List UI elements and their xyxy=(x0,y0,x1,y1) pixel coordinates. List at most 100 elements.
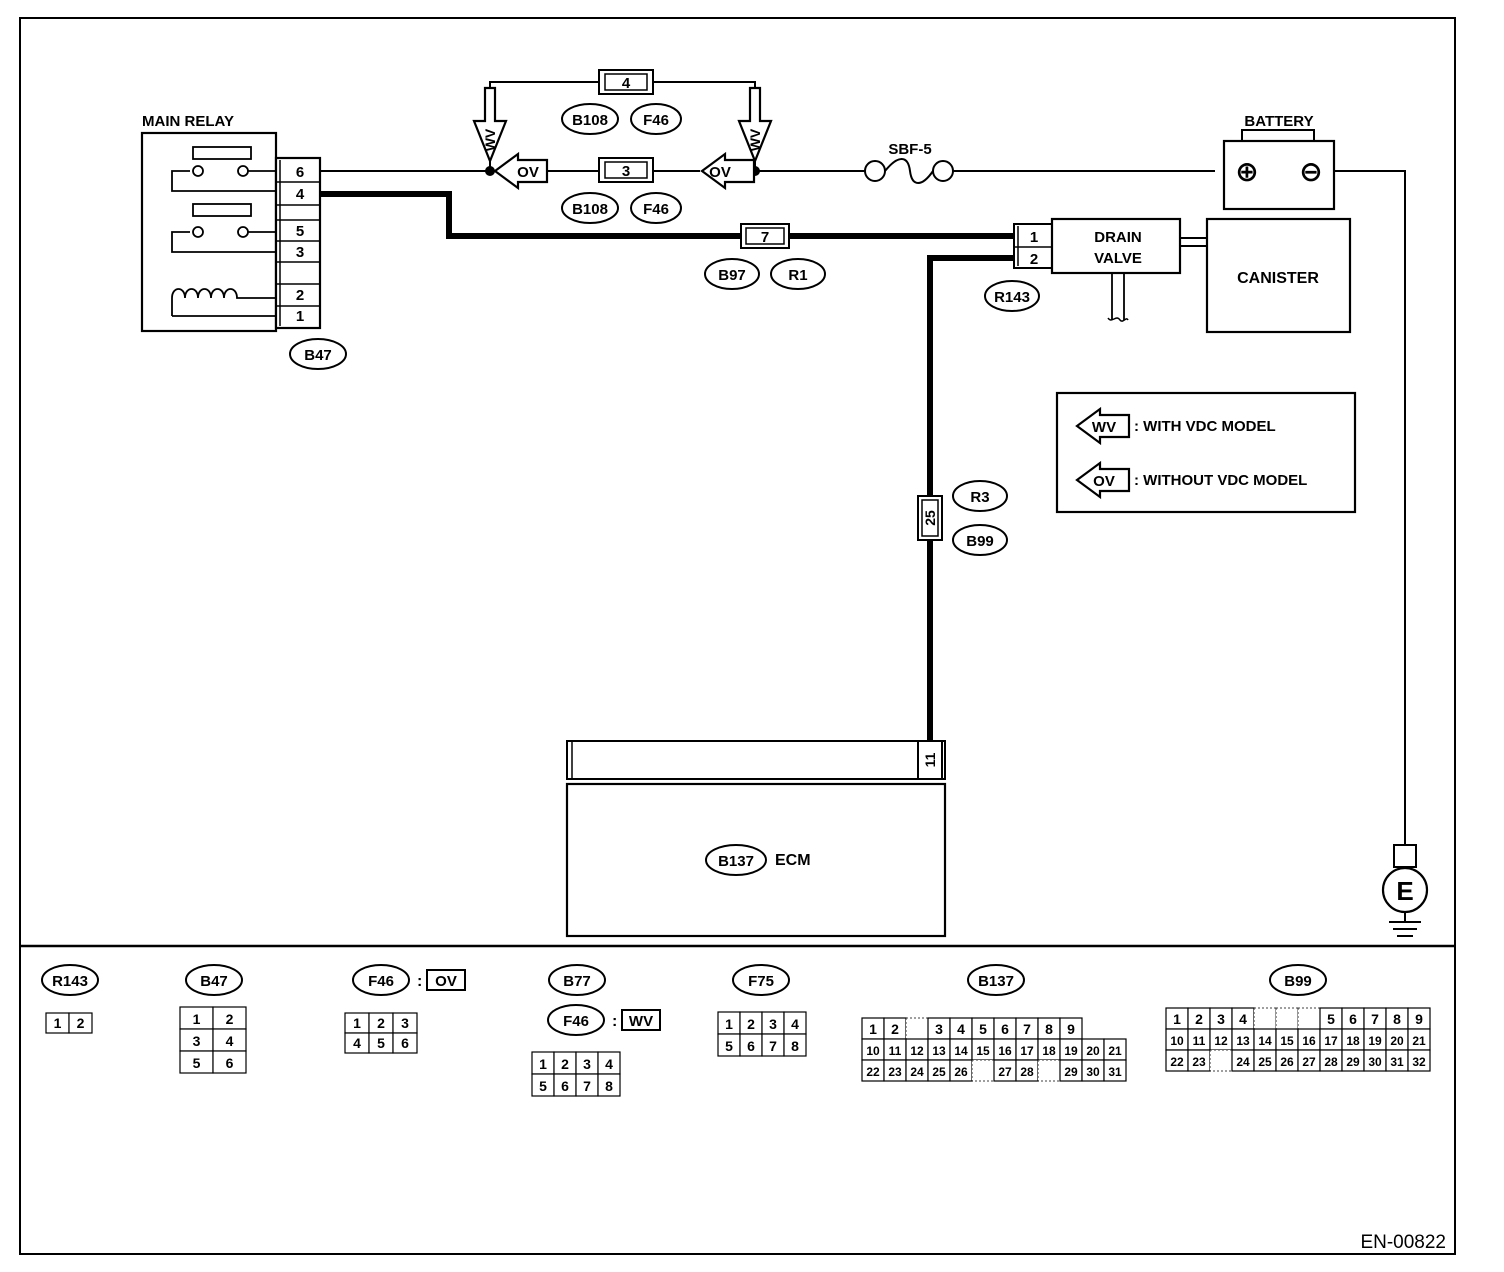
pin-cell: 6 xyxy=(553,1073,577,1097)
pin-cell: 15 xyxy=(971,1038,995,1061)
page-frame xyxy=(19,17,1456,1255)
svg-text:30: 30 xyxy=(1086,1065,1100,1079)
battery-title: BATTERY xyxy=(1244,113,1313,130)
pin-cell: 4 xyxy=(212,1028,247,1052)
pin-cell: 21 xyxy=(1407,1028,1431,1051)
relay-pin-1: 1 xyxy=(296,308,304,325)
pin-cell: 5 xyxy=(971,1017,995,1040)
junction-vertical-pin: 25 xyxy=(922,510,938,526)
pin-cell: 30 xyxy=(1081,1059,1105,1082)
pin-cell: 32 xyxy=(1407,1049,1431,1072)
pin-cell xyxy=(1209,1049,1233,1072)
svg-text:28: 28 xyxy=(1324,1055,1338,1069)
pin-cell: 22 xyxy=(1165,1049,1189,1072)
svg-text:WV: WV xyxy=(747,128,763,151)
svg-text:13: 13 xyxy=(932,1044,946,1058)
connector-view-name: B137 xyxy=(978,973,1014,990)
pin-cell: 2 xyxy=(739,1011,763,1035)
svg-text:1: 1 xyxy=(539,1056,547,1072)
svg-text:6: 6 xyxy=(226,1055,234,1071)
pin-cell: 7 xyxy=(575,1073,599,1097)
svg-text:1: 1 xyxy=(1173,1011,1181,1027)
drain-valve-connector: R143 xyxy=(994,289,1030,306)
main-relay-title: MAIN RELAY xyxy=(142,113,234,130)
relay-pin-5: 5 xyxy=(296,223,304,240)
relay-pin-2: 2 xyxy=(296,287,304,304)
relay-pin-6: 6 xyxy=(296,164,304,181)
pin-cell: 17 xyxy=(1015,1038,1039,1061)
svg-text:29: 29 xyxy=(1346,1055,1360,1069)
svg-text:8: 8 xyxy=(1393,1011,1401,1027)
svg-text:21: 21 xyxy=(1108,1044,1122,1058)
ecm-label: ECM xyxy=(775,852,811,869)
pin-cell: 7 xyxy=(1363,1007,1387,1030)
fuse-sbf5: SBF-5 xyxy=(864,141,954,184)
junction-vertical-tag-1: R3 xyxy=(970,489,989,506)
pin-cell: 29 xyxy=(1059,1059,1083,1082)
pin-cell: 6 xyxy=(212,1050,247,1074)
svg-text:OV: OV xyxy=(517,164,539,181)
svg-text:4: 4 xyxy=(957,1021,965,1037)
pin-cell: 15 xyxy=(1275,1028,1299,1051)
pin-cell: 14 xyxy=(1253,1028,1277,1051)
drain-valve-pin-2: 2 xyxy=(1030,251,1038,268)
svg-text:21: 21 xyxy=(1412,1034,1426,1048)
svg-text:27: 27 xyxy=(998,1065,1012,1079)
connector-view-variant: OV xyxy=(435,973,457,990)
pin-cell: 28 xyxy=(1319,1049,1343,1072)
svg-text:WV: WV xyxy=(482,128,498,151)
battery-positive-icon: ⊕ xyxy=(1235,156,1258,187)
pin-cell: 10 xyxy=(1165,1028,1189,1051)
pin-cell: 3 xyxy=(392,1012,418,1034)
pin-cell: 3 xyxy=(179,1028,214,1052)
pin-cell: 22 xyxy=(861,1059,885,1082)
svg-text:18: 18 xyxy=(1346,1034,1360,1048)
connector-view-colon: : xyxy=(612,1013,617,1030)
pin-cell: 2 xyxy=(212,1006,247,1030)
junction-drain-tag-2: R1 xyxy=(788,267,807,284)
svg-text:20: 20 xyxy=(1390,1034,1404,1048)
svg-text:14: 14 xyxy=(954,1044,968,1058)
pin-cell: 5 xyxy=(179,1050,214,1074)
pin-cell: 6 xyxy=(392,1032,418,1054)
pin-cell: 12 xyxy=(905,1038,929,1061)
pin-cell: 13 xyxy=(1231,1028,1255,1051)
connector-view-name: F75 xyxy=(748,973,774,990)
svg-text:7: 7 xyxy=(769,1038,777,1054)
pin-cell: 27 xyxy=(993,1059,1017,1082)
connector-view-tag xyxy=(732,964,790,996)
pin-cell: 3 xyxy=(1209,1007,1233,1030)
svg-text:3: 3 xyxy=(935,1021,943,1037)
svg-text:32: 32 xyxy=(1412,1055,1426,1069)
pin-cell: 12 xyxy=(1209,1028,1233,1051)
pin-cell: 2 xyxy=(1187,1007,1211,1030)
svg-text:2: 2 xyxy=(77,1015,85,1031)
svg-text:1: 1 xyxy=(54,1015,62,1031)
pin-cell: 4 xyxy=(597,1051,621,1075)
svg-text:31: 31 xyxy=(1390,1055,1404,1069)
svg-text:3: 3 xyxy=(769,1016,777,1032)
svg-text:5: 5 xyxy=(1327,1011,1335,1027)
connector-view-tag xyxy=(967,964,1025,996)
svg-text:10: 10 xyxy=(1170,1034,1184,1048)
pin-cell: 18 xyxy=(1037,1038,1061,1061)
connector-view-tag xyxy=(185,964,243,996)
svg-text:25: 25 xyxy=(932,1065,946,1079)
connector-tag-b47-label: B47 xyxy=(304,347,332,364)
document-id: EN-00822 xyxy=(1360,1232,1446,1253)
connector-view-variant-box xyxy=(426,969,466,991)
svg-text:2: 2 xyxy=(891,1021,899,1037)
legend-wv-tag: WV xyxy=(1092,419,1116,436)
ground-label: E xyxy=(1396,876,1413,906)
legend-ov-tag: OV xyxy=(1093,473,1115,490)
ov-arrow-left: OV xyxy=(493,152,549,190)
svg-text:3: 3 xyxy=(1217,1011,1225,1027)
svg-text:16: 16 xyxy=(998,1044,1012,1058)
svg-text:20: 20 xyxy=(1086,1044,1100,1058)
wv-arrow-left: WV xyxy=(472,86,508,163)
junction-upper: 4 B108 F46 xyxy=(561,69,682,135)
pin-cell: 3 xyxy=(927,1017,951,1040)
svg-text:19: 19 xyxy=(1368,1034,1382,1048)
